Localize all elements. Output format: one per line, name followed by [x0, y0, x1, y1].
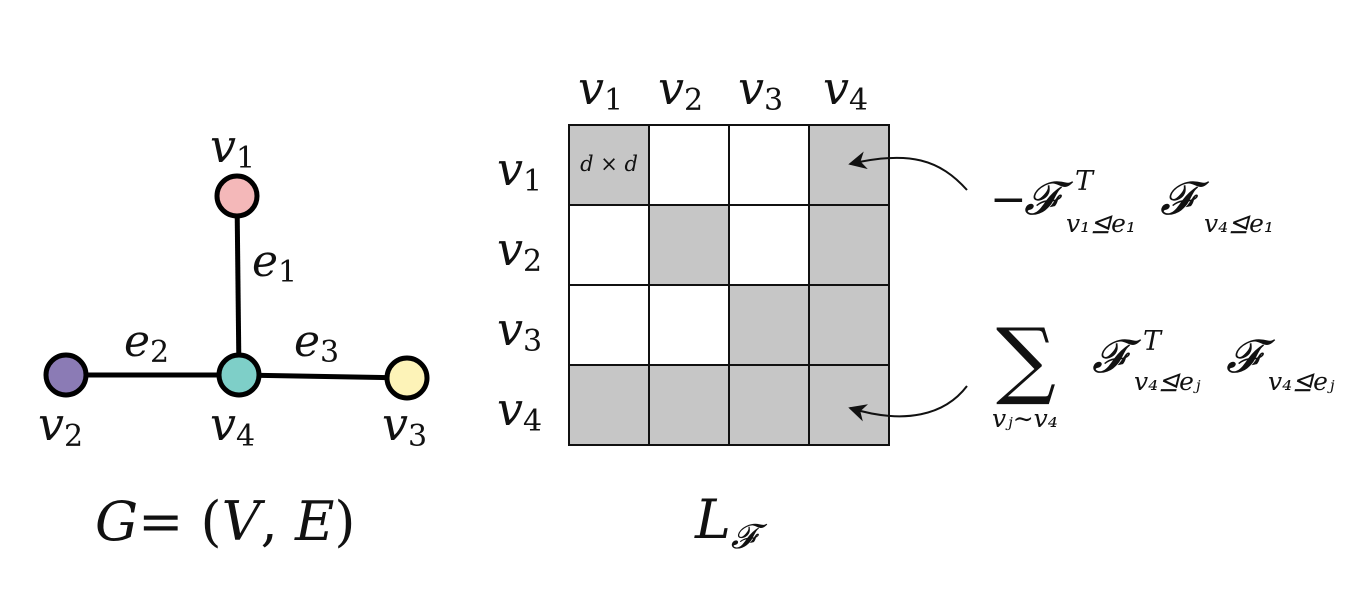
- arrow-diag: [848, 385, 968, 422]
- node-v4: [216, 352, 262, 398]
- col-label-v2: v2: [658, 61, 703, 118]
- matrix-cell-3-1: [568, 284, 650, 366]
- matrix-cell-4-1: [568, 364, 650, 446]
- matrix-cell-1-4: [808, 124, 890, 206]
- row-label-v1: v1: [497, 142, 542, 199]
- col-label-v3: v3: [738, 61, 783, 118]
- edge-label-e1: e1: [252, 236, 297, 290]
- edge-e1: [234, 195, 242, 376]
- node-v2: [43, 352, 89, 398]
- matrix-cell-4-3: [728, 364, 810, 446]
- offdiag-F2: 𝓕: [1160, 171, 1210, 225]
- col-label-v4: v4: [823, 61, 868, 118]
- matrix-cell-4-4: [808, 364, 890, 446]
- node-label-v1: v1: [210, 119, 255, 176]
- graph-caption: G= (V, E): [95, 490, 355, 553]
- matrix-cell-1-2: [648, 124, 730, 206]
- diag-sum-index: vⱼ∼v₄: [992, 404, 1058, 433]
- offdiag-sup1: T: [1075, 166, 1095, 197]
- matrix-cell-2-4: [808, 204, 890, 286]
- graph-panel: v1 v2 v4 v3 e1 e2 e3 G= (V, E): [38, 119, 430, 553]
- diag-sum-symbol: ∑: [996, 310, 1056, 408]
- node-label-v2: v2: [38, 397, 83, 454]
- node-label-v4: v4: [210, 397, 255, 454]
- node-v1: [214, 173, 260, 219]
- offdiag-sub2: v₄⊴e₁: [1204, 209, 1274, 238]
- row-label-v3: v3: [497, 302, 542, 359]
- row-label-v4: v4: [497, 382, 542, 439]
- laplacian-matrix-panel: d × d v1 v2 v3 v4 v1 v2 v3 v4 L𝓕: [497, 61, 890, 557]
- annotations: − 𝓕 T v₁⊴e₁ 𝓕 v₄⊴e₁ ∑ vⱼ∼v₄ 𝓕 T v₄⊴eⱼ 𝓕 …: [848, 151, 1335, 433]
- matrix-cell-1-3: [728, 124, 810, 206]
- offdiag-minus: −: [990, 174, 1027, 225]
- matrix-cell-2-3: [728, 204, 810, 286]
- matrix-cell-2-2: [648, 204, 730, 286]
- matrix-cell-3-2: [648, 284, 730, 366]
- node-label-v3: v3: [382, 397, 427, 454]
- edge-label-e3: e3: [294, 316, 339, 370]
- diag-sub2: v₄⊴eⱼ: [1268, 367, 1335, 396]
- diag-formula: ∑ vⱼ∼v₄ 𝓕 T v₄⊴eⱼ 𝓕 v₄⊴eⱼ: [992, 310, 1335, 433]
- matrix-cell-2-1: [568, 204, 650, 286]
- matrix-caption: L𝓕: [694, 488, 768, 557]
- offdiag-formula: − 𝓕 T v₁⊴e₁ 𝓕 v₄⊴e₁: [990, 166, 1274, 238]
- row-label-v2: v2: [497, 222, 542, 279]
- offdiag-sub1: v₁⊴e₁: [1066, 209, 1136, 238]
- arrow-offdiag: [848, 151, 968, 191]
- node-v3: [384, 355, 430, 401]
- matrix-grid: [568, 124, 890, 446]
- edge-label-e2: e2: [124, 316, 169, 370]
- diag-sup1: T: [1143, 326, 1163, 357]
- diag-sub1: v₄⊴eⱼ: [1134, 367, 1201, 396]
- block-size-label: d × d: [580, 152, 638, 176]
- matrix-cell-3-4: [808, 284, 890, 366]
- col-label-v1: v1: [578, 61, 623, 118]
- edge-e3: [238, 372, 408, 381]
- matrix-cell-4-2: [648, 364, 730, 446]
- matrix-cell-3-3: [728, 284, 810, 366]
